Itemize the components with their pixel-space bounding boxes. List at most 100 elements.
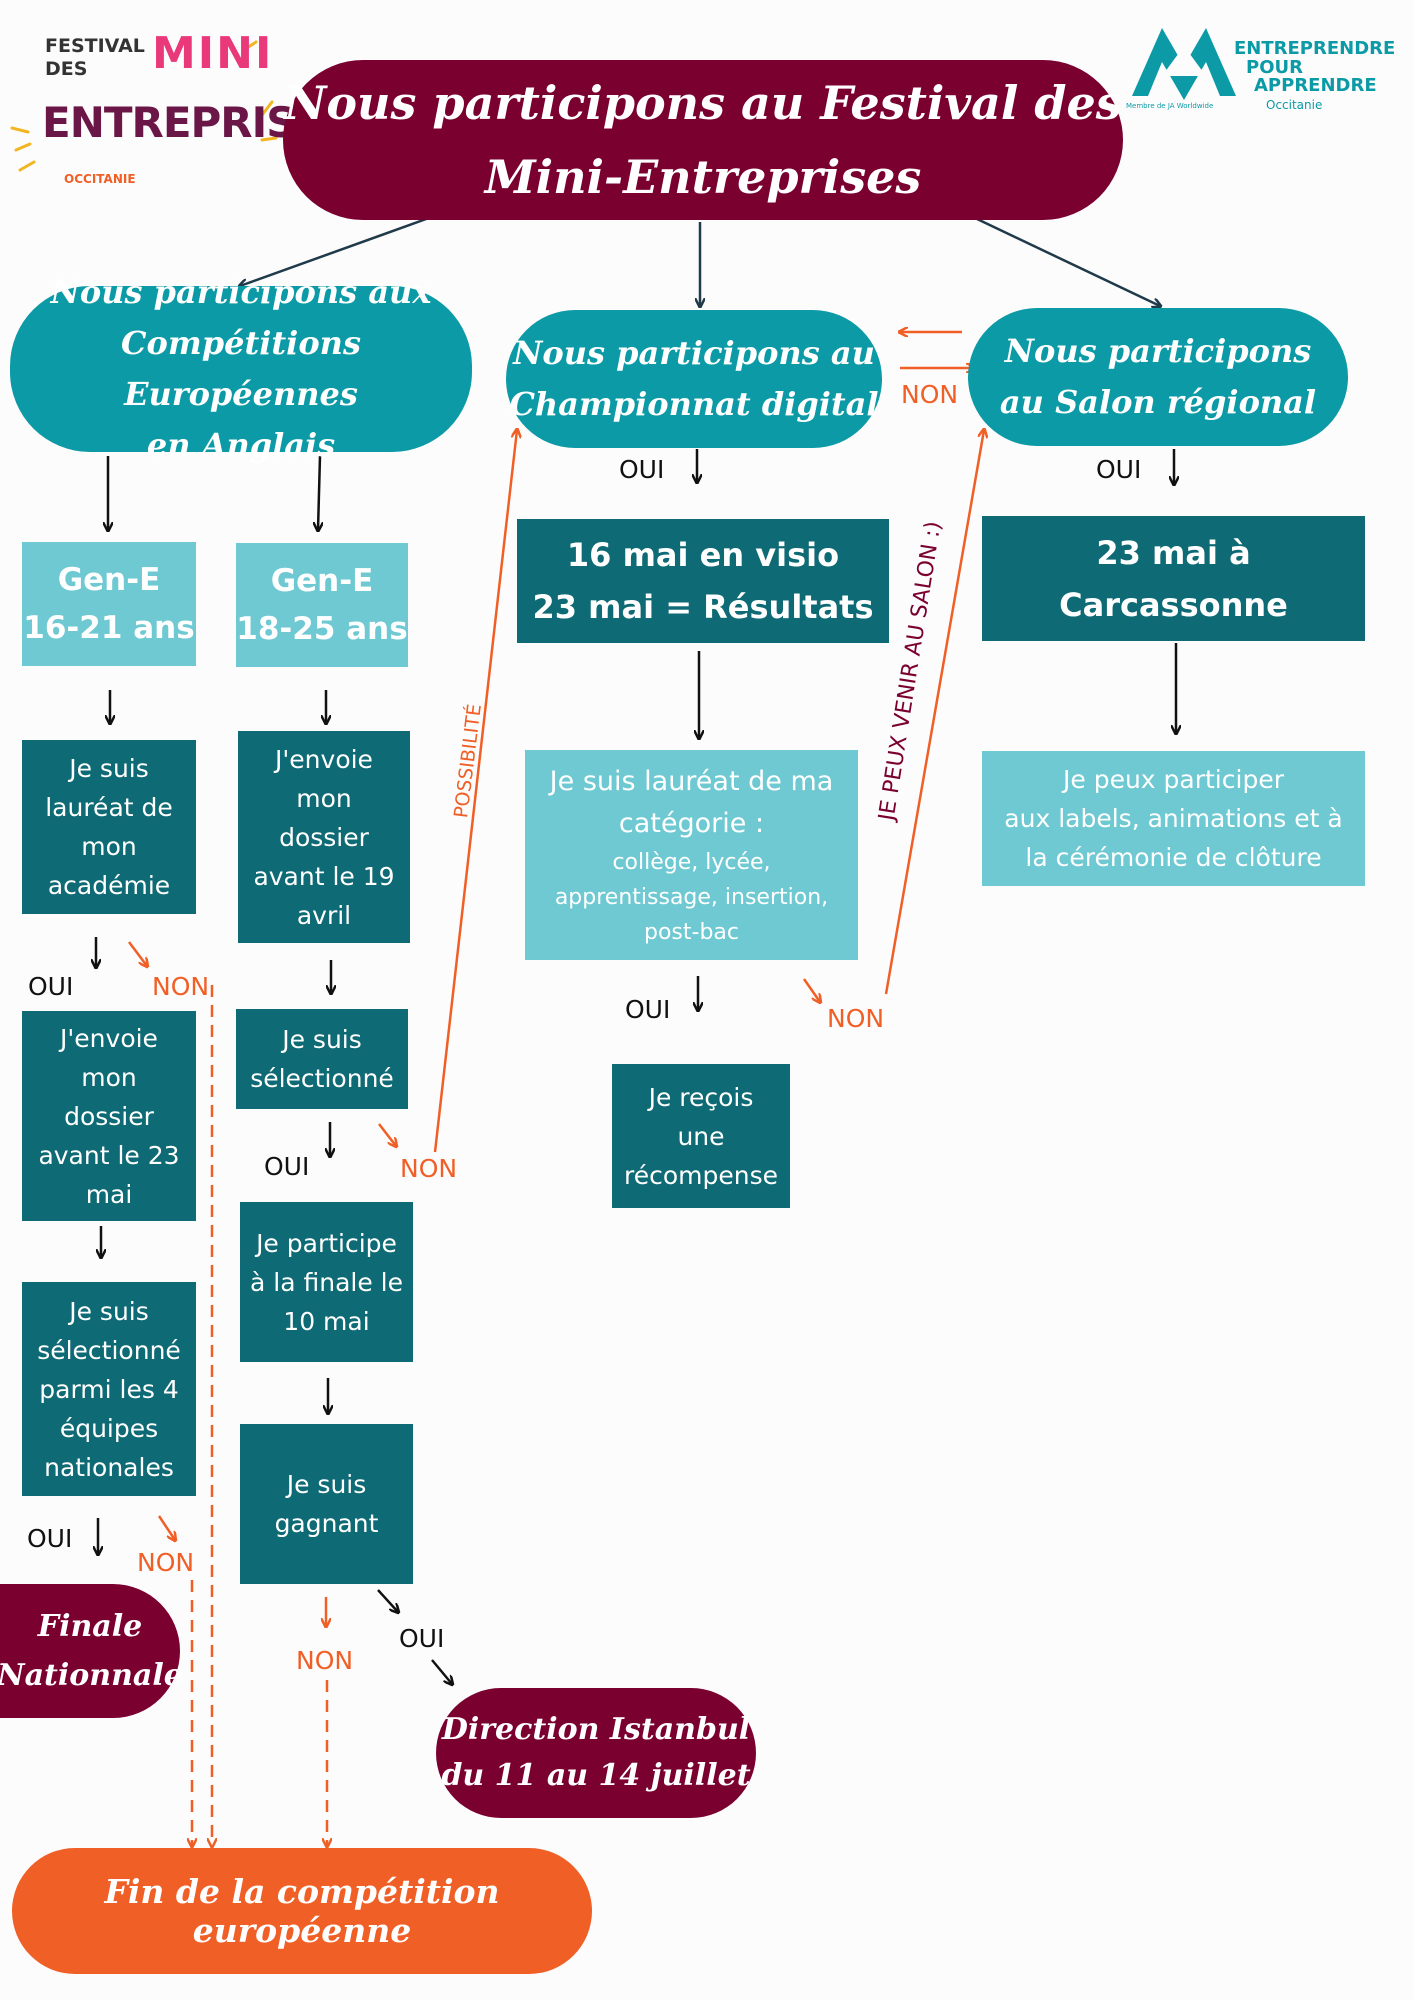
gen-e-18-25-line1: Gen-E [270, 563, 374, 599]
send-file-23-may-line1: J'envoie [60, 1023, 158, 1053]
send-file-19-april-line1: J'envoie [275, 744, 373, 774]
main-title-line2: Mini-Entreprises [484, 150, 922, 204]
national-final-line2: Nationnale [0, 1658, 183, 1693]
non-label-national: NON [137, 1548, 195, 1577]
festival-logo-line2: DES [45, 58, 88, 80]
epa-logo-mark [1132, 28, 1236, 100]
academy-laureate-line3: mon [81, 832, 137, 861]
regional-salon-line1: Nous participons [1004, 332, 1312, 370]
digital-dates-box: 16 mai en visio 23 mai = Résultats [517, 519, 889, 643]
winner-line2: gagnant [274, 1509, 379, 1538]
oui-label-selected: OUI [264, 1152, 310, 1181]
regional-salon-line2: au Salon régional [999, 383, 1317, 421]
festival-logo-mini: MINI [152, 28, 274, 79]
euro-competition-node: Nous participons aux Compétitions Europé… [10, 273, 472, 464]
oui-label-salon: OUI [1096, 455, 1142, 484]
category-laureate-line5: post-bac [644, 919, 739, 945]
salon-participation-line1: Je peux participer [1063, 765, 1284, 794]
salon-participation-line3: la cérémonie de clôture [1025, 843, 1322, 872]
epa-logo-tagline: Membre de JA Worldwide [1126, 102, 1214, 110]
national-selection-line4: équipes [59, 1413, 159, 1443]
selected-line2: sélectionné [250, 1064, 394, 1093]
oui-label-academy: OUI [28, 972, 74, 1001]
final-10-may-line1: Je participe [256, 1228, 397, 1258]
festival-logo-region: OCCITANIE [64, 172, 136, 186]
non-label-academy: NON [152, 972, 210, 1001]
national-selection-line3: parmi les 4 [39, 1374, 179, 1404]
final-10-may-box: Je participe à la finale le 10 mai [240, 1202, 413, 1362]
national-selection-line1: Je suis [69, 1296, 149, 1326]
academy-laureate-box: Je suis lauréat de mon académie [22, 740, 196, 914]
end-european-competition-node: Fin de la compétition européenne [12, 1848, 592, 1974]
euro-competition-line2: Compétitions Européennes [121, 324, 361, 413]
reward-line3: récompense [623, 1160, 778, 1190]
festival-logo-line1: FESTIVAL [45, 35, 145, 57]
non-label-selected: NON [400, 1154, 458, 1183]
selected-line1: Je suis [282, 1025, 362, 1054]
carcassonne-line1: 23 mai à [1096, 533, 1251, 572]
academy-laureate-line1: Je suis [69, 754, 149, 783]
category-laureate-line4: apprentissage, insertion, [554, 884, 829, 910]
oui-label-winner: OUI [399, 1624, 445, 1653]
category-laureate-line1: Je suis lauréat de ma [549, 765, 834, 797]
digital-championship-line1: Nous participons au [513, 334, 875, 372]
winner-line1: Je suis [286, 1470, 367, 1499]
epa-logo-line1: ENTREPRENDRE [1234, 38, 1396, 59]
main-title-line1: Nous participons au Festival des [284, 76, 1122, 130]
gen-e-16-21-line2: 16-21 ans [23, 610, 195, 646]
salon-participation-box: Je peux participer aux labels, animation… [982, 751, 1365, 886]
send-file-19-april-line5: avril [296, 900, 352, 930]
epa-logo-line3: APPRENDRE [1254, 75, 1377, 96]
reward-line2: une [677, 1121, 725, 1151]
epa-logo: ENTREPRENDRE POUR APPRENDRE Membre de JA… [1118, 14, 1414, 124]
selected-box: Je suis sélectionné [236, 1009, 408, 1109]
istanbul-line1: Direction Istanbul [441, 1712, 751, 1747]
non-label-salon-to-digital: NON [901, 380, 959, 409]
carcassonne-line2: Carcassonne [1059, 585, 1288, 624]
gen-e-18-25-line2: 18-25 ans [236, 611, 408, 647]
category-laureate-line3: collège, lycée, [612, 849, 771, 875]
gen-e-16-21-line1: Gen-E [57, 562, 161, 598]
digital-dates-line2: 23 mai = Résultats [532, 588, 874, 626]
carcassonne-box: 23 mai à Carcassonne [982, 516, 1365, 641]
national-selection-line2: sélectionné [37, 1335, 181, 1365]
category-laureate-line2: catégorie : [618, 807, 765, 839]
euro-competition-line3: en Anglais [146, 426, 336, 464]
festival-logo: FESTIVAL DES MINI ENTREPRISES OCCITANIE [0, 20, 353, 200]
non-label-laureate: NON [827, 1004, 885, 1033]
epa-logo-line2: POUR [1246, 57, 1303, 78]
send-file-23-may-line4: avant le 23 [38, 1140, 180, 1170]
end-european-competition-label: Fin de la compétition européenne [104, 1872, 500, 1950]
academy-laureate-line4: académie [47, 871, 171, 900]
national-selection-box: Je suis sélectionné parmi les 4 équipes … [22, 1282, 196, 1496]
oui-label-digital: OUI [619, 455, 665, 484]
send-file-23-may-line3: dossier [64, 1101, 154, 1131]
digital-championship-node: Nous participons au Championnat digital [506, 310, 882, 448]
final-10-may-line2: à la finale le [250, 1267, 403, 1297]
reward-line1: Je reçois [648, 1082, 754, 1112]
send-file-19-april-line4: avant le 19 [253, 861, 395, 891]
reward-box: Je reçois une récompense [612, 1064, 790, 1208]
salon-participation-line2: aux labels, animations et à [1004, 804, 1343, 833]
epa-logo-region: Occitanie [1266, 98, 1323, 112]
national-selection-line5: nationales [44, 1452, 174, 1482]
oui-label-laureate: OUI [625, 995, 671, 1024]
send-file-23-may-line5: mai [85, 1179, 133, 1209]
main-title: Nous participons au Festival des Mini-En… [283, 60, 1123, 220]
send-file-23-may-box: J'envoie mon dossier avant le 23 mai [22, 1011, 196, 1221]
category-laureate-box: Je suis lauréat de ma catégorie : collèg… [525, 750, 858, 960]
digital-dates-line1: 16 mai en visio [566, 536, 840, 574]
send-file-19-april-line2: mon [296, 783, 352, 813]
euro-competition-line1: Nous participons aux [50, 273, 432, 311]
national-final-line1: Finale [37, 1609, 143, 1644]
winner-box: Je suis gagnant [240, 1424, 413, 1584]
final-10-may-line3: 10 mai [283, 1306, 370, 1336]
digital-championship-line2: Championnat digital [509, 385, 879, 423]
oui-label-national: OUI [27, 1524, 73, 1553]
send-file-19-april-line3: dossier [279, 822, 369, 852]
send-file-23-may-line2: mon [81, 1062, 137, 1092]
festival-logo-rays [10, 40, 278, 172]
national-final-node: Finale Nationnale [0, 1584, 183, 1718]
istanbul-node: Direction Istanbul du 11 au 14 juillet [436, 1688, 756, 1818]
